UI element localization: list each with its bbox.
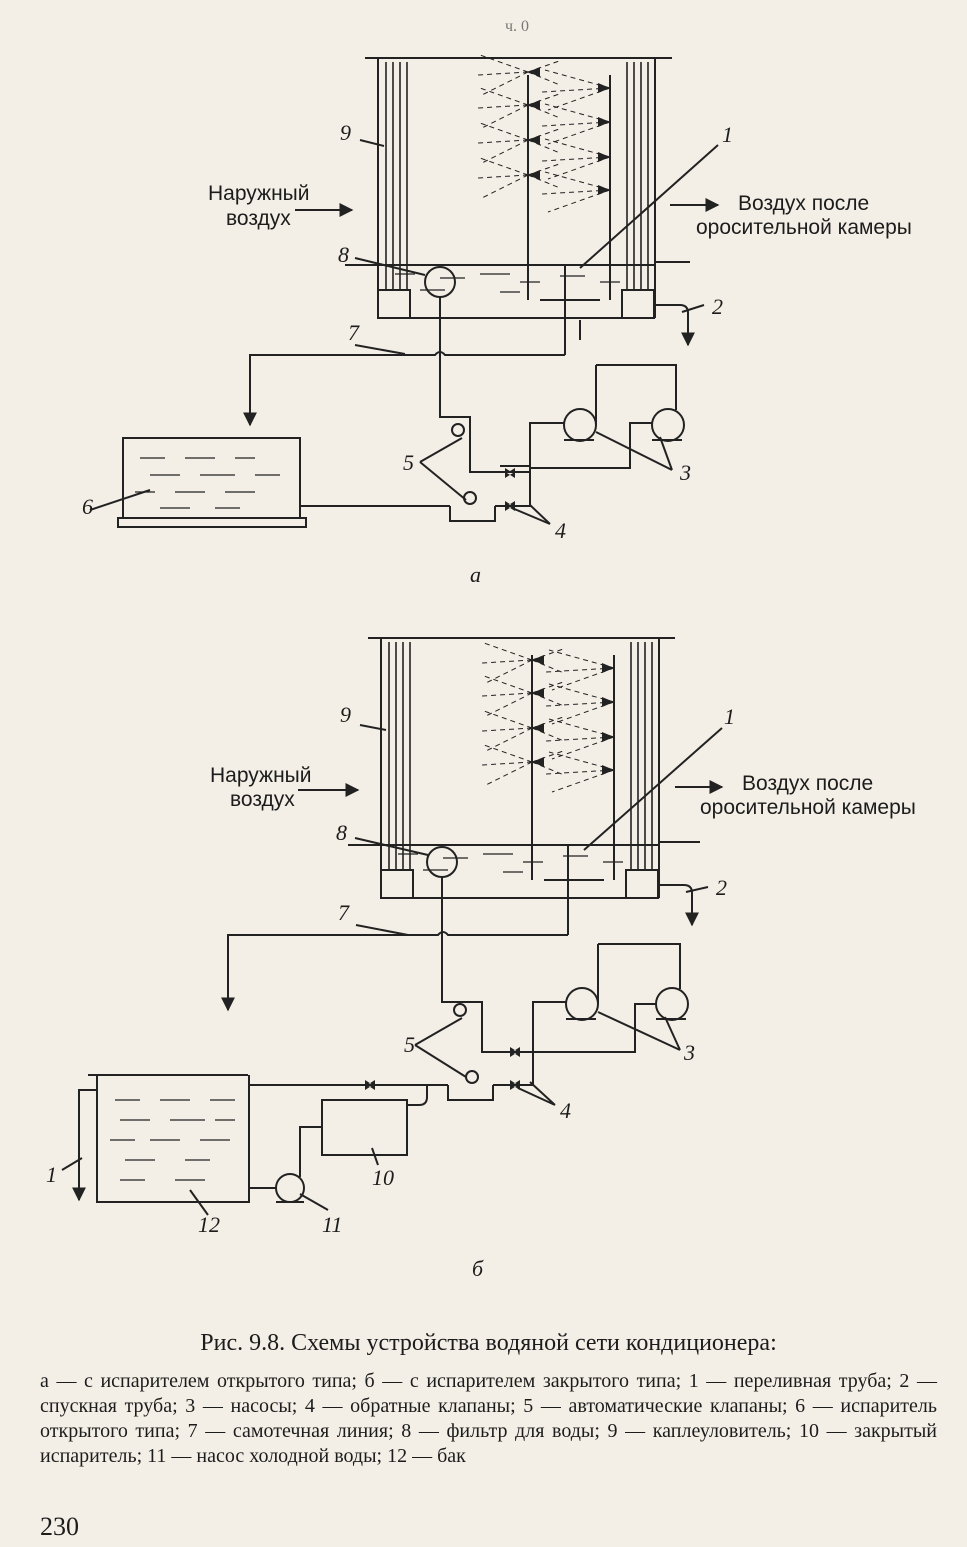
auto-valve-b-lower [465, 1070, 479, 1084]
figure-caption: Рис. 9.8. Схемы устройства водяной сети … [40, 1330, 937, 1469]
spray-nozzles-b [532, 655, 614, 775]
callout-a-3: 3 [679, 460, 691, 485]
callout-a-5: 5 [403, 450, 414, 475]
inlet-label-a-line1: Наружный [208, 182, 310, 205]
callout-b-3: 3 [683, 1040, 695, 1065]
auto-valve-b-upper [453, 1003, 467, 1017]
inlet-label-b-line2: воздух [230, 788, 295, 811]
callout-b-9: 9 [340, 702, 351, 727]
outlet-label-a-line2: оросительной камеры [696, 216, 912, 239]
callout-b-12: 12 [198, 1212, 220, 1237]
evaporator-tank-a [117, 437, 307, 528]
figure-9-8: Наружный воздух Воздух после оросительно… [46, 54, 916, 1281]
pump-b-2 [655, 987, 689, 1021]
drop-eliminator-right-b [630, 642, 653, 870]
callout-b-7: 7 [338, 900, 350, 925]
water-filter-a [424, 266, 456, 298]
inlet-label-a-line2: воздух [226, 207, 291, 230]
water-filter-b [426, 846, 458, 878]
pump-b-1 [565, 987, 599, 1021]
auto-valve-a-lower [463, 491, 477, 505]
callout-a-7: 7 [348, 320, 360, 345]
callout-a-9: 9 [340, 120, 351, 145]
closed-evaporator-b [321, 1099, 408, 1156]
pump-a-1 [563, 408, 597, 442]
callout-b-10: 10 [372, 1165, 394, 1190]
inlet-label-b-line1: Наружный [210, 764, 312, 787]
header-mark: ч. 0 [505, 18, 530, 35]
callout-b-8: 8 [336, 820, 347, 845]
caption-title: Рис. 9.8. Схемы устройства водяной сети … [200, 1330, 777, 1356]
callout-b-11: 11 [322, 1212, 342, 1237]
spray-jets-a [477, 54, 611, 213]
callout-a-8: 8 [338, 242, 349, 267]
outlet-label-a-line1: Воздух после [738, 192, 869, 215]
pump-a-2 [651, 408, 685, 442]
spray-chamber-b [348, 637, 700, 899]
spray-chamber-a [345, 57, 690, 319]
caption-text: а — с испарителем открытого типа; б — с … [40, 1370, 937, 1467]
spray-nozzles-a [528, 67, 610, 195]
outlet-label-b-line2: оросительной камеры [700, 796, 916, 819]
diagram-b [61, 637, 724, 1216]
callout-b-5: 5 [404, 1032, 415, 1057]
page-number: 230 [40, 1512, 79, 1541]
callout-b-4: 4 [560, 1098, 571, 1123]
callout-b-2: 2 [716, 875, 727, 900]
callout-a-6: 6 [82, 494, 93, 519]
callout-b-1: 1 [724, 704, 735, 729]
auto-valve-a-upper [451, 423, 465, 437]
spray-jets-b [481, 642, 615, 793]
sublabel-b: б [472, 1256, 484, 1281]
callout-b-1-overflow: 1 [46, 1162, 57, 1187]
callout-a-2: 2 [712, 294, 723, 319]
cold-water-pump-b [249, 1173, 305, 1203]
outlet-label-b-line1: Воздух после [742, 772, 873, 795]
drop-eliminator-right-a [626, 62, 649, 290]
drop-eliminator-left-b [388, 642, 411, 870]
drop-eliminator-left-a [385, 62, 408, 290]
callout-a-4: 4 [555, 518, 566, 543]
sublabel-a: а [470, 562, 481, 587]
tank-b [88, 1074, 250, 1203]
diagram-a [89, 54, 720, 528]
callout-a-1: 1 [722, 122, 733, 147]
